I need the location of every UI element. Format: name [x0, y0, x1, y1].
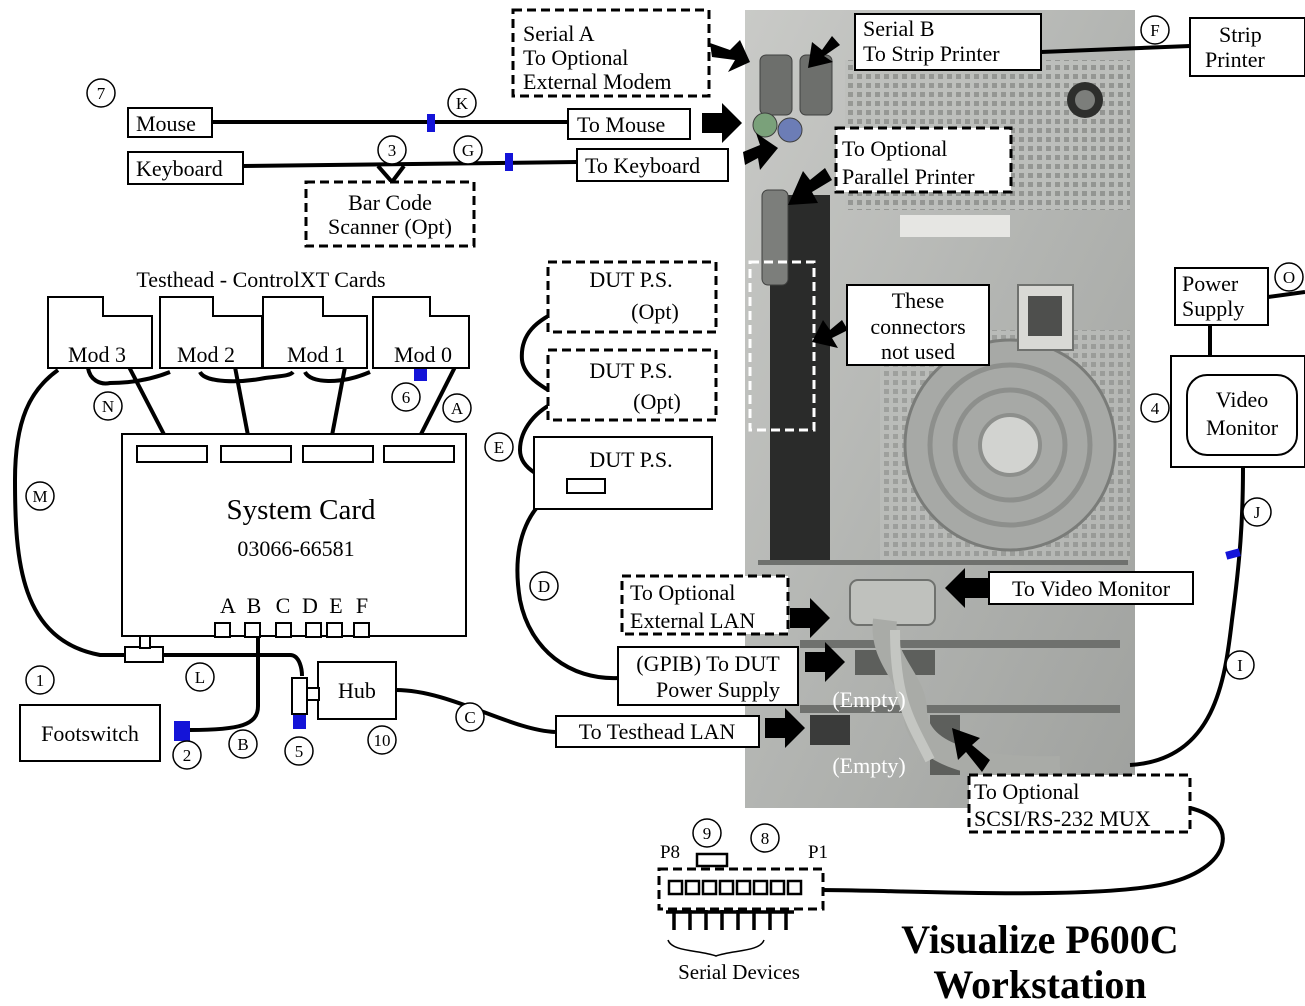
- marker-E-label: E: [494, 438, 504, 457]
- not-used-line3: not used: [881, 339, 955, 364]
- mux-p8-label: P8: [660, 842, 680, 863]
- power-supply-line1: Power: [1182, 271, 1239, 296]
- mod-2-label: Mod 2: [177, 342, 235, 367]
- mux-line2: SCSI/RS-232 MUX: [974, 806, 1151, 831]
- port-label-D: D: [302, 593, 318, 618]
- dut-ps-opt2-line1: DUT P.S.: [589, 358, 672, 383]
- serial-b-line2: To Strip Printer: [863, 41, 1000, 66]
- marker-F-label: F: [1150, 21, 1159, 40]
- power-supply-line2: Supply: [1182, 296, 1244, 321]
- to-mouse-label: To Mouse: [577, 112, 665, 137]
- barcode-label-1: Bar Code: [348, 190, 432, 215]
- system-card-name: System Card: [226, 494, 376, 526]
- parallel-line2: Parallel Printer: [842, 164, 975, 189]
- port-label-E: E: [329, 593, 342, 618]
- marker-I-label: I: [1237, 656, 1243, 675]
- strip-printer-line1: Strip: [1219, 22, 1262, 47]
- dut-ps-opt1-line1: DUT P.S.: [589, 267, 672, 292]
- mod-1-label: Mod 1: [287, 342, 345, 367]
- marker-A-label: A: [451, 399, 464, 418]
- serial-a-line2: To Optional: [523, 45, 628, 70]
- dut-ps-opt1-line2: (Opt): [631, 299, 679, 324]
- marker-6-label: 6: [402, 388, 411, 407]
- marker-N-label: N: [102, 397, 114, 416]
- port-label-B: B: [247, 593, 262, 618]
- strip-printer-line2: Printer: [1205, 47, 1266, 72]
- marker-G-label: G: [462, 141, 474, 160]
- video-monitor-line2: Monitor: [1206, 415, 1279, 440]
- title-line-1: Visualize P600C: [901, 917, 1178, 962]
- marker-O-label: O: [1283, 268, 1295, 287]
- marker-9-label: 9: [703, 824, 712, 843]
- marker-L-label: L: [195, 668, 205, 687]
- marker-K-label: K: [456, 94, 469, 113]
- marker-B-label: B: [237, 735, 248, 754]
- mod-3-label: Mod 3: [68, 342, 126, 367]
- parallel-line1: To Optional: [842, 136, 947, 161]
- marker-1-label: 1: [36, 671, 45, 690]
- port-label-C: C: [276, 593, 291, 618]
- dut-ps-opt2-line2: (Opt): [633, 389, 681, 414]
- hub-label: Hub: [338, 678, 376, 703]
- system-card-part: 03066-66581: [237, 536, 354, 561]
- mod-0-label: Mod 0: [394, 342, 452, 367]
- marker-D-label: D: [538, 577, 550, 596]
- marker-10-label: 10: [374, 731, 391, 750]
- keyboard-label: Keyboard: [136, 156, 223, 181]
- ext-lan-line2: External LAN: [630, 608, 755, 633]
- marker-3-label: 3: [388, 141, 397, 160]
- port-label-A: A: [220, 593, 236, 618]
- to-keyboard-label: To Keyboard: [585, 153, 700, 178]
- marker-7-label: 7: [97, 84, 106, 103]
- to-testhead-lan-label: To Testhead LAN: [579, 719, 736, 744]
- serial-a-line1: Serial A: [523, 21, 595, 46]
- title-line-2: Workstation: [933, 962, 1146, 1006]
- gpib-line2: Power Supply: [656, 677, 780, 702]
- ext-lan-line1: To Optional: [630, 580, 735, 605]
- serial-a-line3: External Modem: [523, 69, 671, 94]
- video-monitor-line1: Video: [1216, 387, 1268, 412]
- not-used-line2: connectors: [870, 314, 965, 339]
- marker-2-label: 2: [183, 746, 192, 765]
- mouse-label: Mouse: [136, 111, 196, 136]
- port-label-F: F: [356, 593, 368, 618]
- empty-label-1: (Empty): [832, 687, 905, 712]
- serial-b-line1: Serial B: [863, 16, 935, 41]
- footswitch-label: Footswitch: [41, 721, 139, 746]
- marker-8-label: 8: [761, 829, 770, 848]
- dut-ps-label: DUT P.S.: [589, 447, 672, 472]
- not-used-line1: These: [892, 288, 945, 313]
- system-card-box: [122, 434, 466, 636]
- testhead-title: Testhead - ControlXT Cards: [136, 267, 385, 292]
- marker-J-label: J: [1254, 503, 1261, 522]
- mux-line1: To Optional: [974, 779, 1079, 804]
- marker-4-label: 4: [1151, 399, 1160, 418]
- serial-devices-label: Serial Devices: [678, 960, 800, 984]
- marker-C-label: C: [464, 708, 475, 727]
- mux-p1-label: P1: [808, 842, 828, 863]
- barcode-label-2: Scanner (Opt): [328, 214, 452, 239]
- empty-label-2: (Empty): [832, 753, 905, 778]
- gpib-line1: (GPIB) To DUT: [636, 651, 780, 676]
- to-video-monitor-label: To Video Monitor: [1012, 576, 1171, 601]
- marker-5-label: 5: [295, 742, 304, 761]
- page-title: Visualize P600C Workstation: [901, 917, 1178, 1006]
- marker-M-label: M: [32, 487, 47, 506]
